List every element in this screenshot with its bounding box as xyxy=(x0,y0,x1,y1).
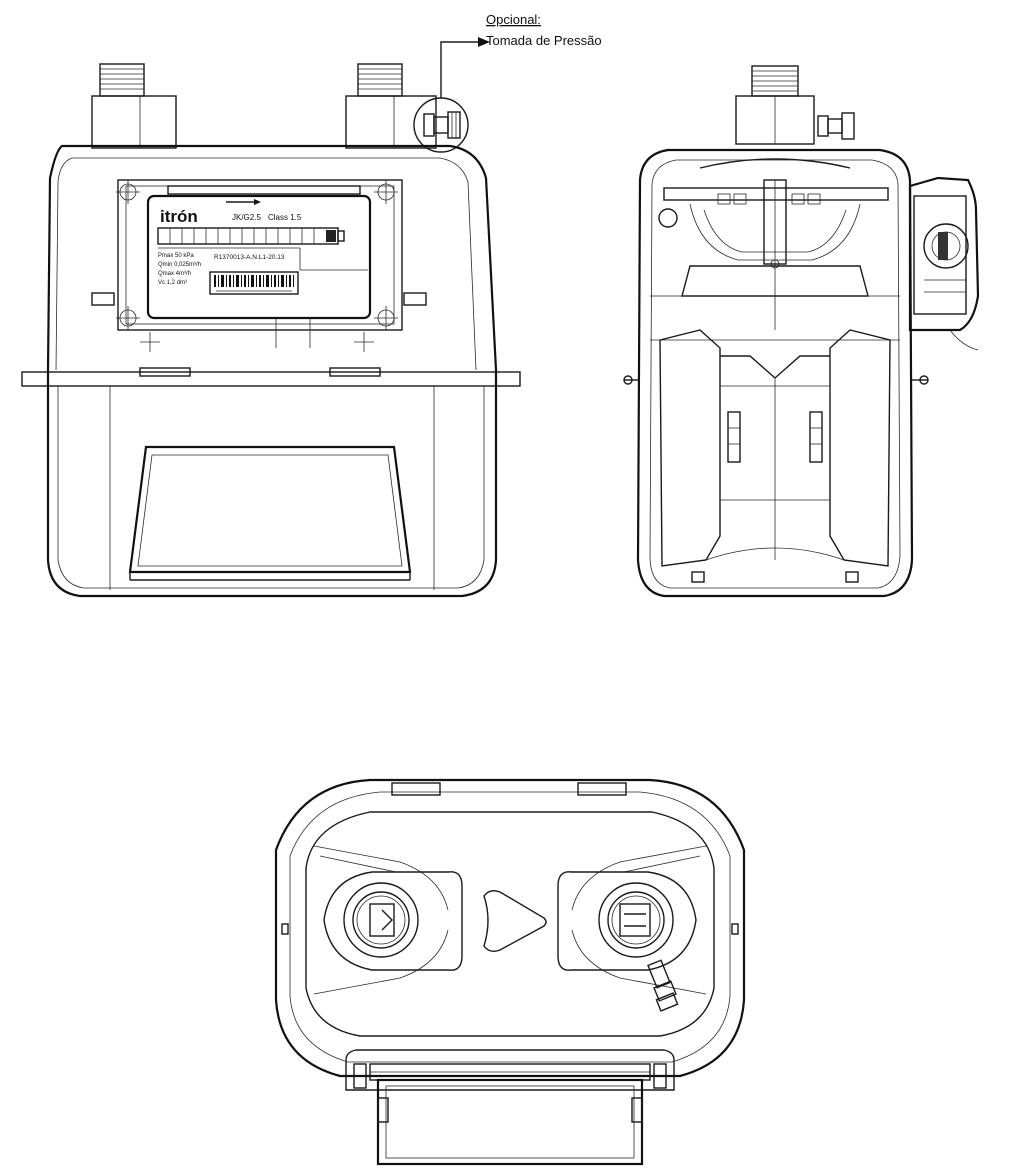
front-view: itrón JK/G2.5 Class 1.5 xyxy=(21,37,521,598)
side-top-mechanism xyxy=(658,158,889,330)
model-text: JK/G2.5 xyxy=(232,213,261,222)
top-outlet-port xyxy=(557,871,697,971)
front-side-tabs xyxy=(91,292,427,306)
top-outer-shell xyxy=(274,778,746,1078)
top-pressure-tap xyxy=(647,959,679,1012)
side-feet xyxy=(691,571,859,583)
barcode xyxy=(209,271,299,295)
pmax-text: Pmax 50 kPa xyxy=(158,253,194,259)
side-view xyxy=(623,65,980,598)
side-housing xyxy=(623,148,929,598)
pressure-tap-detail xyxy=(413,97,469,153)
front-mounting-marks xyxy=(116,180,398,352)
side-chambers xyxy=(650,265,900,567)
qmin-text: Qmin 0,025m³/h xyxy=(158,262,201,268)
class-text: Class 1.5 xyxy=(268,213,302,222)
top-ribs xyxy=(313,845,707,995)
top-base-flange xyxy=(345,1049,675,1166)
serial-text: R1370013-A.N.L1-20.13 xyxy=(214,254,285,261)
side-pressure-tap xyxy=(817,112,855,140)
front-outlet-connector xyxy=(345,63,437,149)
side-top-connector xyxy=(735,65,815,145)
side-index-box xyxy=(908,176,980,351)
pressure-tap-label: Tomada de Pressão xyxy=(486,33,602,48)
vc-text: Vc 1,2 dm³ xyxy=(158,280,187,286)
front-inlet-connector xyxy=(91,63,177,149)
nameplate: itrón JK/G2.5 Class 1.5 xyxy=(157,199,368,348)
qmax-text: Qmax 4m³/h xyxy=(158,271,191,277)
top-view xyxy=(274,778,746,1166)
callout-arrow xyxy=(440,37,490,98)
top-inner-cavity xyxy=(305,811,715,1037)
odometer-counter xyxy=(157,227,345,245)
brand-logo-text: itrón xyxy=(160,207,198,226)
index-window-frame xyxy=(117,179,403,331)
front-meter-body xyxy=(21,144,521,598)
flow-direction-arrow xyxy=(483,889,547,953)
top-inlet-port xyxy=(323,871,463,971)
optional-label: Opcional: xyxy=(486,12,541,27)
